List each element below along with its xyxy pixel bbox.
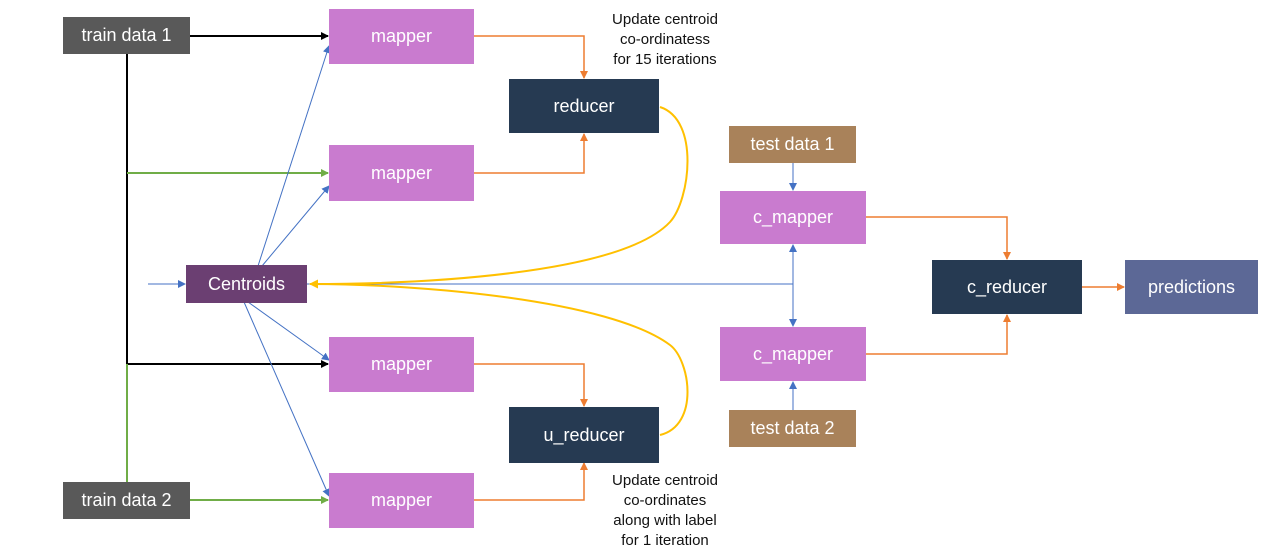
edge-mapper3-ureducer: [474, 363, 588, 407]
orange-edges: [474, 35, 1125, 501]
edge-mapper2-reducer: [474, 133, 588, 174]
edge-centroids-mapper2: [261, 185, 330, 267]
edge-ureducer-feedback: [309, 283, 689, 436]
train-data-2-node: train data 2: [63, 482, 190, 519]
black-edges: [126, 32, 329, 368]
edge-mapper4-ureducer: [474, 462, 588, 501]
edge-cmapper2-creducer: [866, 314, 1011, 355]
edge-cmapper1-creducer: [866, 216, 1011, 260]
u-reducer-node: u_reducer: [509, 407, 659, 463]
note-top: Update centroid co-ordinatess for 15 ite…: [612, 11, 718, 68]
green-edges: [126, 169, 329, 504]
edge-reducer-feedback: [309, 106, 689, 289]
edge-centroids-mapper4: [243, 301, 330, 497]
edge-centroids-mapper1: [257, 45, 331, 267]
reducer-node: reducer: [509, 79, 659, 133]
centroids-node: Centroids: [186, 265, 307, 303]
edge-mapper1-reducer: [474, 35, 588, 79]
train-data-1-node: train data 1: [63, 17, 190, 54]
note-bottom: Update centroid co-ordinates along with …: [612, 472, 718, 549]
c-mapper-2-node: c_mapper: [720, 327, 866, 381]
mapper-1-node: mapper: [329, 9, 474, 64]
test-data-2-node: test data 2: [729, 410, 856, 447]
predictions-node: predictions: [1125, 260, 1258, 314]
mapper-2-node: mapper: [329, 145, 474, 201]
mapper-3-node: mapper: [329, 337, 474, 392]
c-mapper-1-node: c_mapper: [720, 191, 866, 244]
mapper-4-node: mapper: [329, 473, 474, 528]
test-data-1-node: test data 1: [729, 126, 856, 163]
blue-edges: [148, 45, 797, 497]
c-reducer-node: c_reducer: [932, 260, 1082, 314]
edge-centroids-mapper3: [247, 301, 330, 361]
gold-edges: [309, 106, 689, 436]
